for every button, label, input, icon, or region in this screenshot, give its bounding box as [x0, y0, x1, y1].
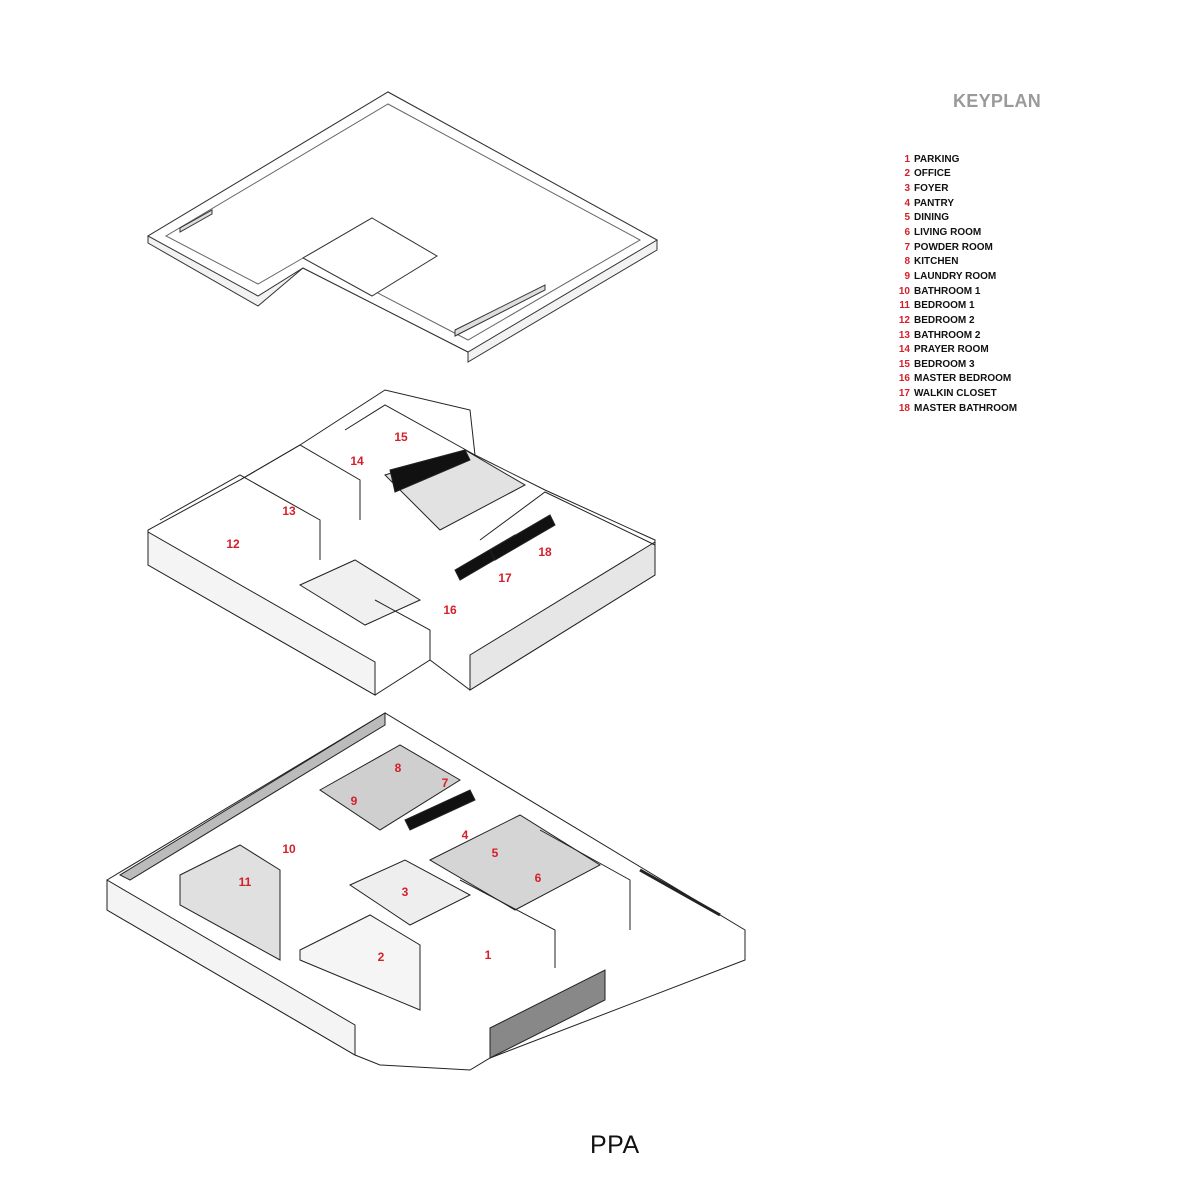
room-number-label: 15 [394, 430, 408, 444]
legend-number: 4 [904, 197, 910, 209]
legend-item: 5 DINING [890, 211, 1017, 226]
legend-label: PRAYER ROOM [914, 344, 989, 356]
legend-label: OFFICE [914, 168, 951, 180]
ground-floor-level [106, 712, 746, 1071]
legend-label: MASTER BATHROOM [914, 402, 1018, 414]
legend-number: 13 [898, 329, 910, 341]
legend-number: 7 [904, 241, 910, 253]
room-number-label: 14 [350, 454, 364, 468]
legend-item: 13 BATHROOM 2 [890, 328, 1017, 343]
keyplan-title: KEYPLAN [953, 91, 1042, 111]
legend-label: PANTRY [914, 197, 954, 209]
legend-label: BEDROOM 1 [914, 300, 975, 312]
legend-number: 17 [898, 388, 910, 400]
upper-floor-level [147, 389, 656, 696]
legend-number: 5 [904, 212, 910, 224]
legend-item: 7 POWDER ROOM [890, 240, 1017, 255]
legend-label: POWDER ROOM [914, 241, 993, 253]
legend-number: 16 [898, 373, 910, 385]
room-number-label: 12 [226, 537, 240, 551]
legend-label: MASTER BEDROOM [914, 373, 1012, 385]
firm-logo: PPA [590, 1131, 640, 1159]
legend-label: LAUNDRY ROOM [914, 270, 997, 282]
legend-label: DINING [914, 212, 949, 224]
legend-label: LIVING ROOM [914, 227, 982, 239]
legend-item: 2 OFFICE [890, 167, 1017, 182]
room-number-label: 7 [442, 776, 449, 790]
legend-item: 12 BEDROOM 2 [890, 313, 1017, 328]
room-legend: 1 PARKING 2 OFFICE 3 FOYER 4 PANTRY 5 DINING 6 LIVI… [890, 152, 1017, 416]
legend-label: BATHROOM 1 [914, 285, 981, 297]
legend-item: 4 PANTRY [890, 196, 1017, 211]
room-number-label: 5 [492, 846, 499, 860]
legend-label: WALKIN CLOSET [914, 388, 997, 400]
legend-number: 9 [904, 270, 910, 282]
room-number-label: 16 [443, 603, 457, 617]
legend-item: 6 LIVING ROOM [890, 225, 1017, 240]
room-number-label: 10 [282, 842, 296, 856]
room-number-label: 2 [378, 950, 385, 964]
legend-number: 18 [898, 402, 910, 414]
legend-item: 17 WALKIN CLOSET [890, 386, 1017, 401]
legend-item: 8 KITCHEN [890, 254, 1017, 269]
legend-item: 9 LAUNDRY ROOM [890, 269, 1017, 284]
legend-number: 8 [904, 256, 910, 268]
legend-number: 6 [904, 227, 910, 239]
legend-label: BATHROOM 2 [914, 329, 981, 341]
legend-label: PARKING [914, 153, 960, 165]
legend-item: 10 BATHROOM 1 [890, 284, 1017, 299]
legend-item: 15 BEDROOM 3 [890, 357, 1017, 372]
roof-level [146, 91, 659, 363]
legend-number: 15 [898, 358, 910, 370]
legend-number: 14 [898, 344, 910, 356]
room-number-label: 11 [239, 875, 252, 889]
room-number-label: 6 [535, 871, 542, 885]
legend-number: 12 [898, 314, 910, 326]
legend-number: 11 [899, 300, 910, 312]
legend-label: KITCHEN [914, 256, 959, 268]
legend-item: 3 FOYER [890, 181, 1017, 196]
legend-number: 3 [904, 183, 910, 195]
room-number-label: 17 [498, 571, 512, 585]
room-number-label: 4 [462, 828, 469, 842]
legend-number: 10 [898, 285, 910, 297]
legend-label: FOYER [914, 183, 949, 195]
legend-item: 18 MASTER BATHROOM [890, 401, 1017, 416]
legend-item: 14 PRAYER ROOM [890, 342, 1017, 357]
legend-number: 2 [904, 168, 910, 180]
legend-number: 1 [904, 153, 910, 165]
room-number-label: 1 [485, 948, 492, 962]
room-number-label: 9 [351, 794, 358, 808]
room-number-label: 3 [402, 885, 409, 899]
legend-label: BEDROOM 3 [914, 358, 975, 370]
room-number-label: 13 [282, 504, 296, 518]
legend-label: BEDROOM 2 [914, 314, 975, 326]
legend-item: 11 BEDROOM 1 [890, 298, 1017, 313]
legend-item: 1 PARKING [890, 152, 1017, 167]
legend-item: 16 MASTER BEDROOM [890, 372, 1017, 387]
room-number-label: 18 [538, 545, 552, 559]
room-number-label: 8 [395, 761, 402, 775]
